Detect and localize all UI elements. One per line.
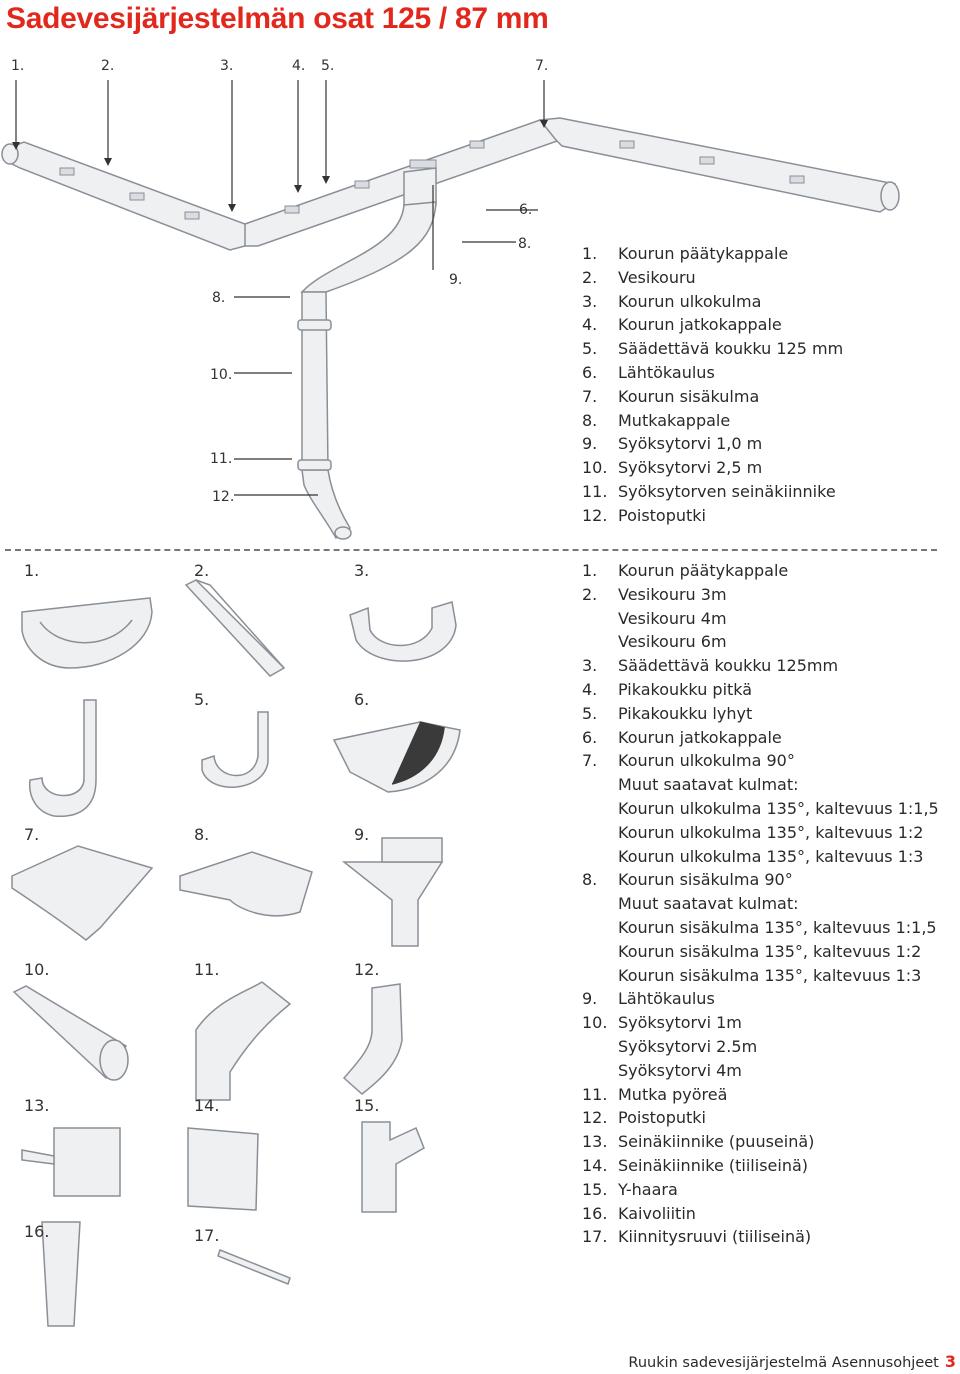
- footer-text: Ruukin sadevesijärjestelmä Asennusohjeet: [628, 1355, 939, 1371]
- list-item: Syöksytorvi 2.5m: [618, 1036, 758, 1056]
- list-item: 12.Poistoputki: [582, 505, 706, 525]
- product-y-branch: [361, 1121, 425, 1213]
- product-screw: [217, 1249, 291, 1285]
- end-cap-left: [1, 143, 19, 165]
- page-footer: Ruukin sadevesijärjestelmä Asennusohjeet…: [628, 1352, 956, 1371]
- product-label-17: 17.: [194, 1226, 220, 1245]
- list-item: 9.Lähtökaulus: [582, 989, 715, 1009]
- list-item: 16.Kaivoliitin: [582, 1203, 696, 1223]
- product-bracket-brick: [187, 1127, 259, 1211]
- callout-10: 10.: [210, 367, 233, 383]
- list-item: 5.Säädettävä koukku 125 mm: [582, 339, 844, 359]
- list-item: 1.Kourun päätykappale: [582, 244, 789, 263]
- callout-4: 4.: [292, 58, 306, 74]
- list-item: Muut saatavat kulmat:: [618, 775, 799, 795]
- list-item: Syöksytorvi 4m: [618, 1060, 742, 1080]
- list-item: 12.Poistoputki: [582, 1108, 706, 1128]
- list-item: 2.Vesikouru 3m: [582, 584, 727, 604]
- product-label-16: 16.: [24, 1222, 50, 1241]
- list-item: 7.Kourun sisäkulma: [582, 386, 760, 406]
- list-item: 13.Seinäkiinnike (puuseinä): [582, 1132, 815, 1152]
- product-label-10: 10.: [24, 960, 50, 979]
- list-item: 5.Pikakoukku lyhyt: [582, 703, 753, 723]
- product-label-9: 9.: [354, 825, 370, 844]
- list-item: 9.Syöksytorvi 1,0 m: [582, 434, 763, 454]
- list-item: Vesikouru 4m: [618, 608, 727, 628]
- callout-2: 2.: [101, 58, 115, 74]
- callout-8-lower: 8.: [212, 290, 226, 306]
- product-outlet-pipe: [342, 983, 403, 1095]
- callout-6: 6.: [519, 202, 533, 218]
- callout-3: 3.: [220, 58, 234, 74]
- product-label-11: 11.: [194, 960, 220, 979]
- page-number: 3: [944, 1352, 956, 1371]
- pipe-bracket-upper: [297, 319, 332, 331]
- callout-9: 9.: [449, 272, 463, 288]
- product-gutter: [184, 579, 286, 677]
- dashed-divider: [5, 549, 937, 551]
- product-label-15: 15.: [354, 1096, 380, 1115]
- list-item: 6.Lähtökaulus: [582, 362, 715, 382]
- list-item: Kourun sisäkulma 135°, kaltevuus 1:3: [618, 965, 922, 985]
- list-item: 6.Kourun jatkokappale: [582, 727, 782, 747]
- list-item: 15.Y-haara: [582, 1179, 678, 1199]
- product-label-7: 7.: [24, 825, 40, 844]
- product-bracket-wood: [53, 1127, 121, 1197]
- list-item: 3.Kourun ulkokulma: [582, 291, 762, 311]
- product-label-13: 13.: [24, 1096, 50, 1115]
- list-item: Kourun ulkokulma 135°, kaltevuus 1:3: [618, 846, 924, 866]
- list-item: Kourun ulkokulma 135°, kaltevuus 1:1,5: [618, 798, 939, 818]
- product-downpipe: [12, 985, 128, 1080]
- list-item: 14.Seinäkiinnike (tiiliseinä): [582, 1155, 809, 1175]
- product-list: 1.Kourun päätykappale 2.Vesikouru 3m Ves…: [582, 559, 939, 1249]
- product-label-6: 6.: [354, 690, 370, 709]
- list-item: Kourun sisäkulma 135°, kaltevuus 1:1,5: [618, 917, 937, 937]
- list-item: 4.Pikakoukku pitkä: [582, 679, 753, 699]
- list-item: 10.Syöksytorvi 2,5 m: [582, 458, 763, 478]
- product-hook-short: [201, 711, 269, 788]
- list-item: 8.Kourun sisäkulma 90°: [582, 870, 793, 890]
- list-item: 3.Säädettävä koukku 125mm: [582, 656, 839, 676]
- product-label-2: 2.: [194, 561, 210, 580]
- product-outlet: [341, 861, 444, 947]
- product-label-1: 1.: [24, 561, 40, 580]
- callout-12: 12.: [212, 489, 235, 505]
- product-outer-corner: [11, 845, 154, 941]
- list-item: 11.Syöksytorven seinäkiinnike: [582, 481, 836, 501]
- page-title: Sadevesijärjestelmän osat 125 / 87 mm: [6, 2, 549, 35]
- list-item: 7.Kourun ulkokulma 90°: [582, 751, 795, 771]
- list-item: 1.Kourun päätykappale: [582, 561, 789, 580]
- list-item: 10.Syöksytorvi 1m: [582, 1013, 742, 1033]
- list-item: 2.Vesikouru: [582, 267, 696, 287]
- pipe-bracket-lower: [297, 459, 332, 471]
- callout-1: 1.: [11, 58, 25, 74]
- callout-7: 7.: [535, 58, 549, 74]
- callout-11: 11.: [210, 451, 233, 467]
- system-parts-list: 1.Kourun päätykappale 2.Vesikouru 3.Kour…: [582, 242, 843, 528]
- callout-5: 5.: [321, 58, 335, 74]
- product-hook-adjustable: [349, 601, 457, 662]
- product-end-cap: [21, 597, 153, 669]
- product-label-14: 14.: [194, 1096, 220, 1115]
- list-item: Vesikouru 6m: [618, 632, 727, 652]
- product-connector: [41, 1221, 81, 1327]
- product-label-12: 12.: [354, 960, 380, 979]
- list-item: Muut saatavat kulmat:: [618, 894, 799, 914]
- end-cap-right: [880, 181, 900, 211]
- product-bend-round: [195, 981, 292, 1101]
- list-item: 17.Kiinnitysruuvi (tiiliseinä): [582, 1227, 812, 1247]
- product-label-3: 3.: [354, 561, 370, 580]
- list-item: 11.Mutka pyöreä: [582, 1084, 728, 1104]
- list-item: 8.Mutkakappale: [582, 410, 731, 430]
- product-hook-long: [28, 699, 97, 818]
- callout-8-upper: 8.: [518, 236, 532, 252]
- product-label-5: 5.: [194, 690, 210, 709]
- list-item: 4.Kourun jatkokappale: [582, 315, 782, 335]
- product-inner-corner: [179, 851, 313, 917]
- product-label-8: 8.: [194, 825, 210, 844]
- list-item: Kourun ulkokulma 135°, kaltevuus 1:2: [618, 822, 924, 842]
- list-item: Kourun sisäkulma 135°, kaltevuus 1:2: [618, 941, 922, 961]
